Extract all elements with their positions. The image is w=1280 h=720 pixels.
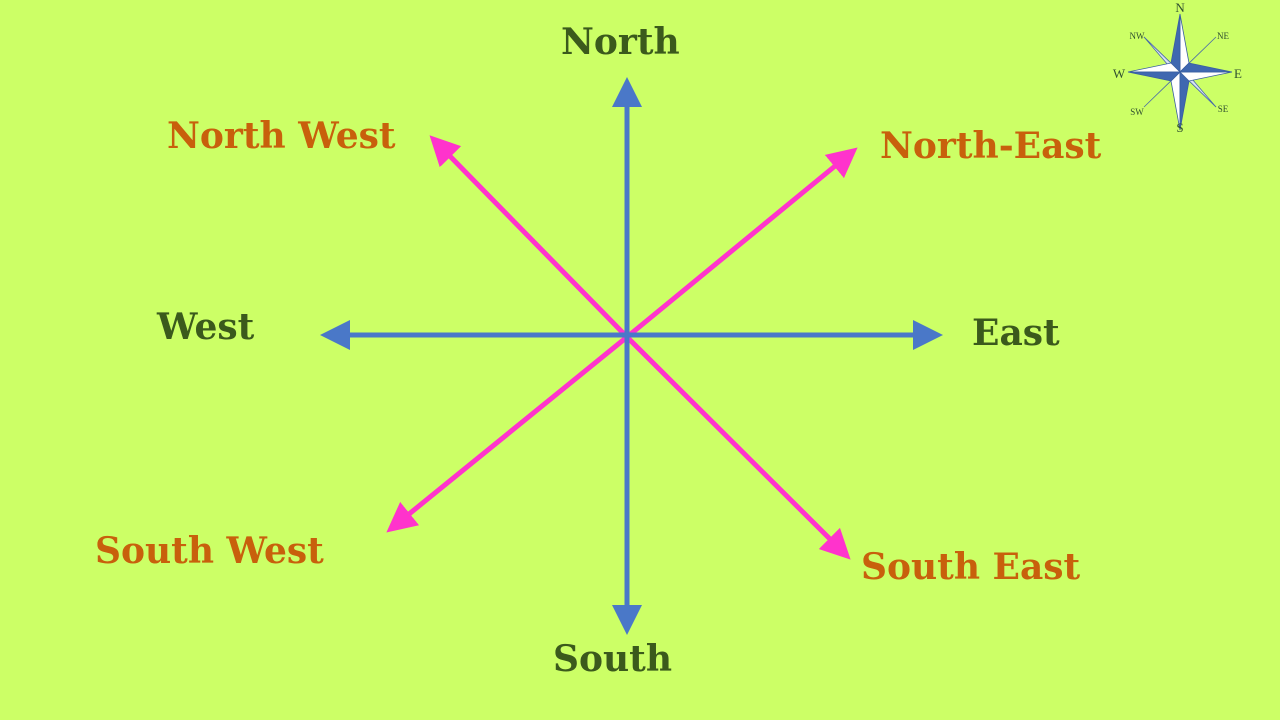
rose-sw: SW xyxy=(1130,107,1144,117)
label-south-east: South East xyxy=(861,546,1081,588)
arrow-north-west xyxy=(429,135,629,339)
rose-nw: NW xyxy=(1130,31,1145,41)
rose-se: SE xyxy=(1218,104,1229,114)
label-north-east: North-East xyxy=(880,125,1102,167)
rose-w: W xyxy=(1113,66,1126,81)
arrow-south-west xyxy=(386,335,629,533)
label-south: South xyxy=(553,638,672,680)
arrow-south-east xyxy=(625,335,851,560)
label-west: West xyxy=(157,306,255,348)
rose-ne: NE xyxy=(1217,31,1229,41)
rose-n: N xyxy=(1175,0,1185,15)
label-east: East xyxy=(972,312,1060,354)
rose-e: E xyxy=(1234,66,1242,81)
arrow-north-east xyxy=(625,147,858,339)
rose-s: S xyxy=(1176,120,1183,135)
label-north-west: North West xyxy=(167,115,396,157)
label-north: North xyxy=(561,21,680,63)
label-south-west: South West xyxy=(95,530,324,572)
compass-rose-icon: N S E W NE NW SE SW xyxy=(1113,0,1242,135)
